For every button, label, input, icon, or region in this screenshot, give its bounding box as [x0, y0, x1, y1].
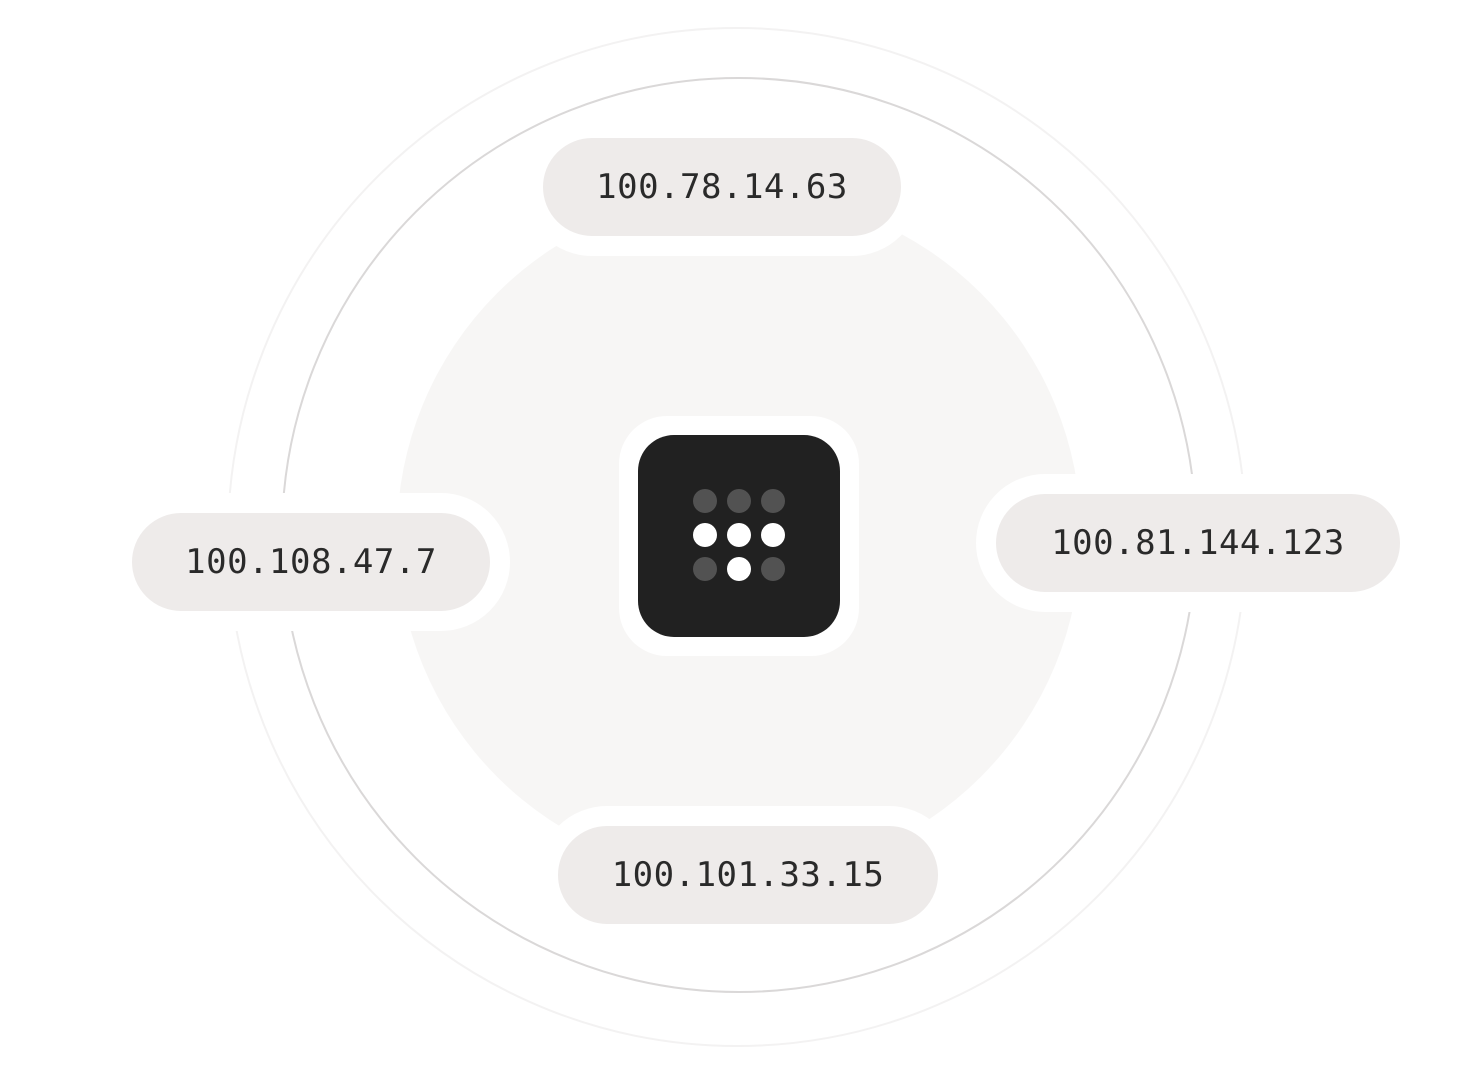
hub-dot-0-2	[761, 489, 785, 513]
node-ip-left: 100.108.47.7	[112, 493, 510, 631]
node-ip-top: 100.78.14.63	[523, 118, 921, 256]
hub-dot-2-2	[761, 557, 785, 581]
hub-dot-2-0	[693, 557, 717, 581]
tailnet-dots-icon	[638, 435, 840, 637]
node-ip-bottom: 100.101.33.15	[538, 806, 958, 944]
hub-dot-1-0	[693, 523, 717, 547]
hub-dot-2-1	[727, 557, 751, 581]
node-ip-right: 100.81.144.123	[976, 474, 1420, 612]
hub-dot-1-2	[761, 523, 785, 547]
hub-dot-1-1	[727, 523, 751, 547]
hub-dot-0-0	[693, 489, 717, 513]
hub-dot-0-1	[727, 489, 751, 513]
